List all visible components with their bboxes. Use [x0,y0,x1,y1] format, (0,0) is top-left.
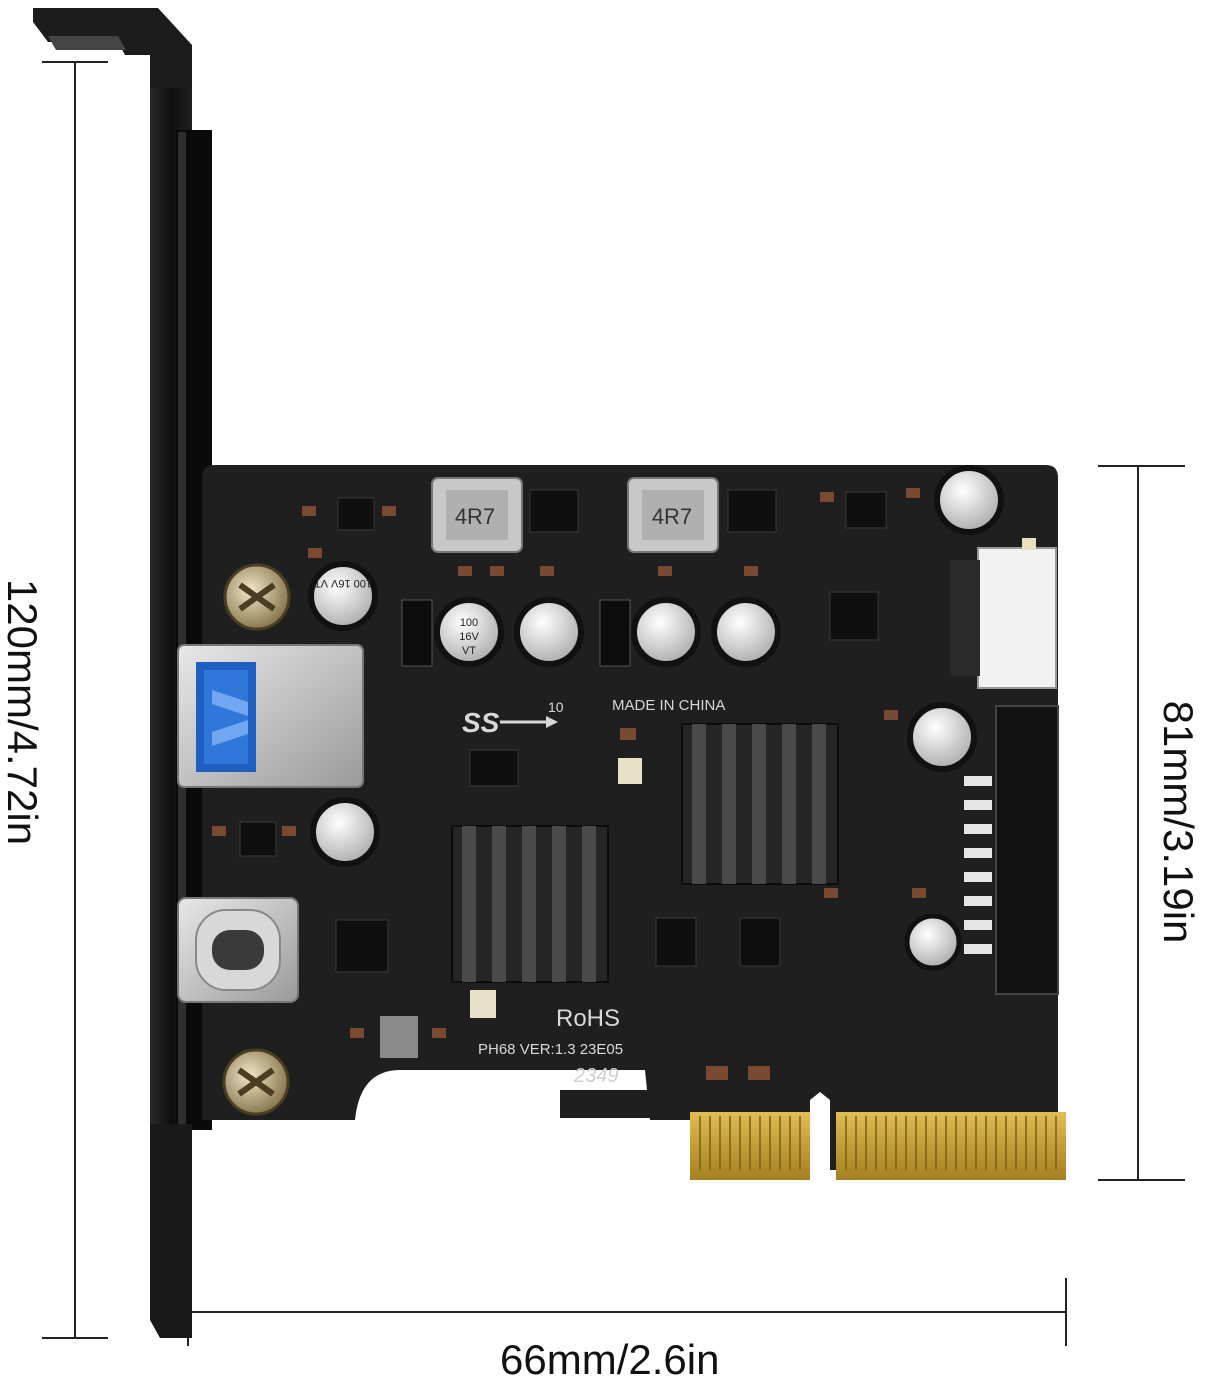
version-label: PH68 VER:1.3 23E05 [478,1041,623,1058]
capacitor [907,702,977,772]
rohs-label: RoHS [556,1005,620,1032]
svg-text:100 16V VT: 100 16V VT [314,577,372,589]
width-dimension-label: 66mm/2.6in [500,1336,720,1383]
made-in-label: MADE IN CHINA [612,697,725,714]
inductor-1: 4R7 [431,477,523,553]
capacitor [934,465,1004,535]
usb-logo-sub: 10 [548,699,564,715]
screw-top [223,563,291,631]
usb-c-internal-header [950,538,1057,689]
inductor-1-label: 4R7 [455,504,495,529]
cap-rating-series: VT [462,645,476,657]
heatsink-2 [681,723,839,885]
heatsink-1 [451,825,609,983]
capacitor [514,597,584,667]
usb-c-port [177,897,299,1003]
pcie-gold-fingers [690,1112,1066,1180]
inductor-2-label: 4R7 [652,504,692,529]
capacitor [904,913,962,971]
batch-label: 2349 [573,1065,619,1087]
crystal-parts [380,758,642,1058]
usb-19pin-header [964,705,1059,995]
dimension-card-height-line [1098,465,1185,1181]
capacitor [711,597,781,667]
inductor-2: 4R7 [627,477,719,553]
cap-rating-value: 100 [460,617,478,629]
height-dimension-label: 120mm/4.72in [0,578,46,846]
usb-a-port [177,644,364,788]
screw-bottom [222,1048,290,1116]
usb-logo: SS 10 [462,699,564,738]
capacitor-group: 100 16V VT [308,465,1004,971]
capacitor [434,597,504,667]
usb-ss-logo: SS [462,707,500,738]
diodes [401,599,631,667]
ic-chips [239,489,887,973]
capacitor [631,597,701,667]
capacitor [310,797,380,867]
capacitor: 100 16V VT [308,561,378,631]
card-height-dimension-label: 81mm/3.19in [1155,700,1202,944]
smd-components [212,488,926,1080]
cap-rating-labels: 100 16V VT [459,617,479,657]
cap-rating-voltage: 16V [459,631,479,643]
dimension-height-line [42,61,108,1339]
